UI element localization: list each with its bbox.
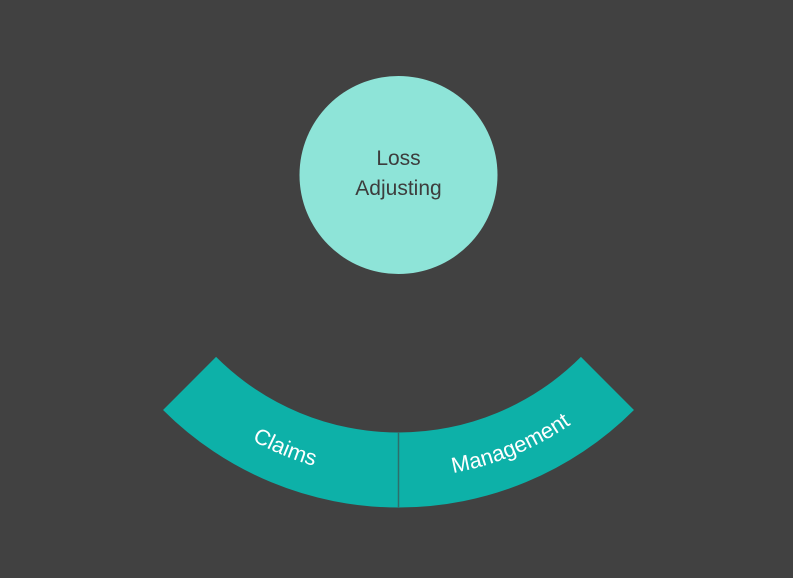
arc-group: Claims Management xyxy=(163,356,634,508)
segment-management xyxy=(398,356,634,508)
hub-label-line2: Adjusting xyxy=(355,177,441,200)
hub-node: Loss Adjusting xyxy=(299,76,498,274)
segment-claims xyxy=(163,356,399,508)
hub-label-line1: Loss xyxy=(376,147,420,170)
hub-circle xyxy=(299,76,498,274)
